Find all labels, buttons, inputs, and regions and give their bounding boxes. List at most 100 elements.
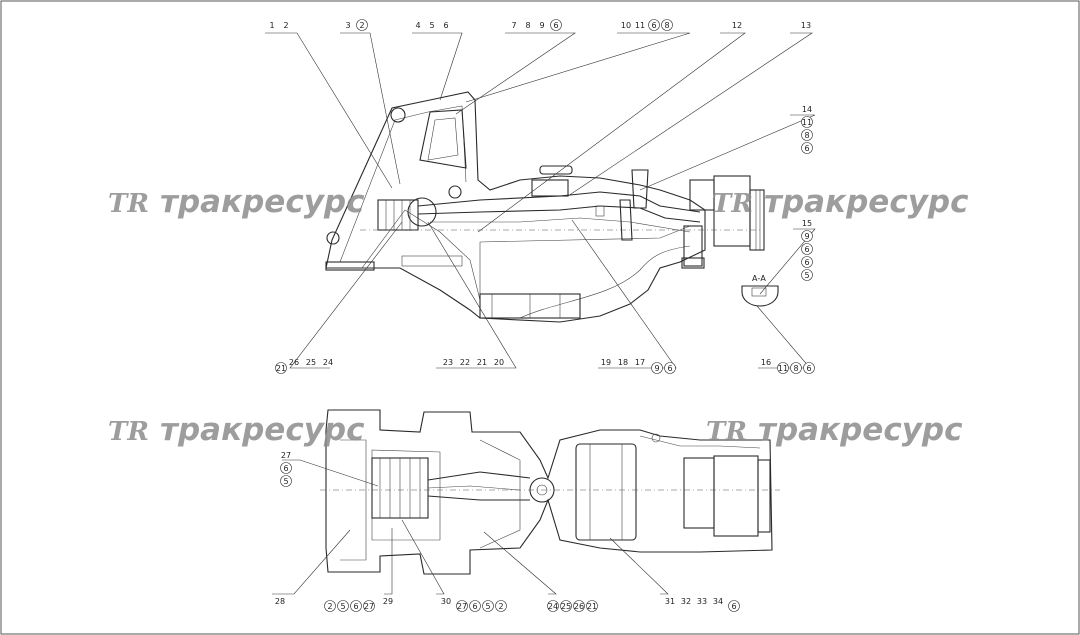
callout-num: 7 — [511, 21, 516, 30]
callout-circled: 5 — [340, 602, 345, 611]
callout-circled: 8 — [793, 364, 798, 373]
callout-num: 15 — [802, 219, 812, 228]
callout-num: 10 — [621, 21, 631, 30]
callout-circled: 11 — [778, 364, 788, 373]
callout-circled-ring — [651, 362, 663, 374]
frame-rear-curve — [519, 245, 691, 319]
callout-circled: 26 — [574, 602, 584, 611]
callout-circled-ring — [456, 600, 468, 612]
callout-num: 31 — [665, 597, 675, 606]
callout-num: 9 — [539, 21, 544, 30]
callout-num: 27 — [281, 451, 291, 460]
callout-circled: 8 — [664, 21, 669, 30]
callout-circled-ring — [275, 362, 287, 374]
callout-circled: 6 — [553, 21, 558, 30]
callout-circled: 8 — [804, 131, 809, 140]
valve-block — [377, 199, 419, 231]
callout-num: 22 — [460, 358, 470, 367]
callout-circled-ring — [469, 600, 481, 612]
fitting-a — [595, 205, 605, 217]
callout-num: 8 — [525, 21, 530, 30]
pivot-top — [390, 107, 406, 123]
callout-circled: 6 — [472, 602, 477, 611]
callout-circled-ring — [728, 600, 740, 612]
callout-circled: 6 — [806, 364, 811, 373]
plan-hose-a — [427, 471, 531, 481]
callout-circled: 2 — [498, 602, 503, 611]
callout-circled-ring — [495, 600, 507, 612]
callout-num: 14 — [802, 105, 812, 114]
callout-circled-ring — [661, 19, 673, 31]
watermark-logo-4: TR — [706, 417, 747, 447]
callout-circled: 27 — [457, 602, 467, 611]
mount-foot-front — [325, 261, 375, 271]
plan-hose-c — [427, 485, 521, 491]
callout-num: 1 — [269, 21, 274, 30]
callout-num: 19 — [601, 358, 611, 367]
callout-circled-ring — [482, 600, 494, 612]
callout-num: 2 — [283, 21, 288, 30]
callout-num: 23 — [443, 358, 453, 367]
callout-circled-ring — [324, 600, 336, 612]
callout-circled-ring — [801, 269, 813, 281]
callout-num: 17 — [635, 358, 645, 367]
callout-circled-ring — [801, 116, 813, 128]
callout-circled-ring — [801, 256, 813, 268]
plan-top-pipe — [639, 435, 761, 449]
callout-circled-ring — [280, 475, 292, 487]
callout-circled-ring — [280, 462, 292, 474]
callout-circled: 24 — [548, 602, 558, 611]
callout-num: 5 — [429, 21, 434, 30]
callout-num: 24 — [323, 358, 333, 367]
callout-circled-ring — [363, 600, 375, 612]
callout-num: 16 — [761, 358, 771, 367]
valve-small — [619, 199, 633, 241]
callout-num: 34 — [713, 597, 723, 606]
callout-num: 12 — [732, 21, 742, 30]
callout-circled: 6 — [804, 144, 809, 153]
callout-num: 33 — [697, 597, 707, 606]
callout-circled: 5 — [485, 602, 490, 611]
callout-circled: 6 — [651, 21, 656, 30]
callout-circled-ring — [801, 129, 813, 141]
callout-circled-ring — [560, 600, 572, 612]
callout-circled: 2 — [359, 21, 364, 30]
callout-num: 21 — [477, 358, 487, 367]
plan-view — [320, 409, 780, 575]
watermark-text-4: тракресурс — [758, 412, 963, 448]
watermark-logo-3: TR — [108, 417, 149, 447]
callout-circled-ring — [356, 19, 368, 31]
callout-num: 32 — [681, 597, 691, 606]
callout-num: 18 — [618, 358, 628, 367]
callout-num: 26 — [289, 358, 299, 367]
callout-circled-ring — [801, 230, 813, 242]
watermark-logo-2: TR — [712, 189, 753, 219]
side-view: А-А — [325, 91, 779, 323]
callout-num: 3 — [345, 21, 350, 30]
callout-circled: 5 — [804, 271, 809, 280]
watermark-text-1: тракресурс — [160, 184, 365, 220]
callout-circled-ring — [337, 600, 349, 612]
callout-circled: 21 — [276, 364, 286, 373]
trans-flange — [749, 189, 765, 251]
tank-pipe — [631, 169, 649, 209]
callout-num: 4 — [415, 21, 420, 30]
plan-hose-b — [427, 495, 530, 501]
watermark-text-2: тракресурс — [764, 184, 969, 220]
callout-circled: 11 — [802, 118, 812, 127]
frame-outline — [325, 91, 706, 323]
callout-circled: 21 — [587, 602, 597, 611]
plan-rear-flange — [757, 459, 771, 533]
hydraulic-line-a — [417, 191, 701, 213]
filter-unit — [531, 179, 569, 197]
callout-circled-ring — [573, 600, 585, 612]
callout-circled-ring — [648, 19, 660, 31]
callout-circled: 2 — [327, 602, 332, 611]
callout-circled: 9 — [804, 232, 809, 241]
section-aa-shape — [741, 285, 779, 307]
callout-circled-ring — [586, 600, 598, 612]
callout-circled: 6 — [731, 602, 736, 611]
